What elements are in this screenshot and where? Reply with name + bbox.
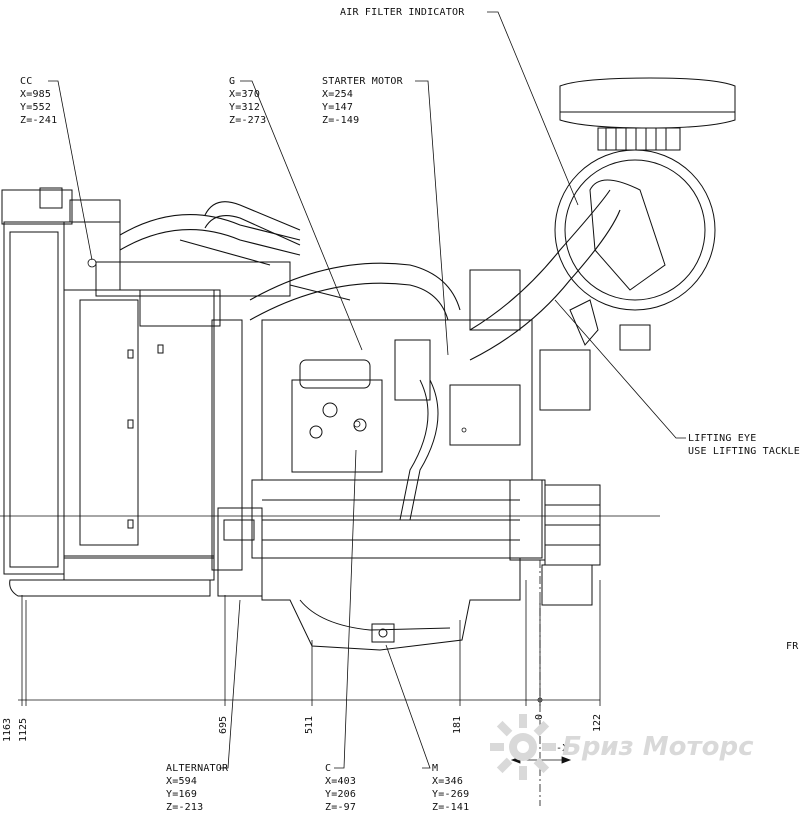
air-filter xyxy=(554,77,736,351)
callout-c-name: C xyxy=(325,763,332,774)
callout-alternator-name: ALTERNATOR xyxy=(166,763,229,774)
callout-g-z: Z=-273 xyxy=(229,115,267,126)
callout-g-name: G xyxy=(229,76,236,87)
dim-label-181: 181 xyxy=(452,715,463,734)
callout-m-y: Y=-269 xyxy=(432,789,470,800)
lifting-eye-line2: USE LIFTING TACKLE xyxy=(688,446,800,457)
callout-m-name: M xyxy=(432,763,439,774)
callout-cc-name: CC xyxy=(20,76,33,87)
callout-lifting-eye: LIFTING EYE USE LIFTING TACKLE xyxy=(688,432,800,458)
oil-sump xyxy=(261,557,521,651)
callout-cc-x: X=985 xyxy=(20,89,52,100)
callout-starter-y: Y=147 xyxy=(322,102,354,113)
callout-alternator: ALTERNATOR X=594 Y=169 Z=-213 xyxy=(166,762,228,814)
callout-g: G X=370 Y=312 Z=-273 xyxy=(229,75,266,127)
callout-m: M X=346 Y=-269 Z=-141 xyxy=(432,762,469,814)
leader-lines xyxy=(48,11,686,769)
callout-c-x: X=403 xyxy=(325,776,357,787)
callout-m-z: Z=-141 xyxy=(432,802,470,813)
dim-label-1125: 1125 xyxy=(18,717,29,742)
callout-alternator-z: Z=-213 xyxy=(166,802,204,813)
fan-shroud xyxy=(95,261,291,571)
callout-g-y: Y=312 xyxy=(229,102,261,113)
air-filter-indicator-label: AIR FILTER INDICATOR xyxy=(340,7,465,18)
alternator xyxy=(217,507,263,597)
callout-c: C X=403 Y=206 Z=-97 xyxy=(325,762,356,814)
callout-g-x: X=370 xyxy=(229,89,261,100)
callout-cc-z: Z=-241 xyxy=(20,115,58,126)
lifting-eye-line1: LIFTING EYE xyxy=(688,433,757,444)
callout-cc: CC X=985 Y=552 Z=-241 xyxy=(20,75,57,127)
callout-alternator-x: X=594 xyxy=(166,776,198,787)
callout-c-y: Y=206 xyxy=(325,789,357,800)
callout-m-x: X=346 xyxy=(432,776,464,787)
callout-starter-z: Z=-149 xyxy=(322,115,360,126)
radiator xyxy=(1,187,215,597)
callout-alternator-y: Y=169 xyxy=(166,789,198,800)
callout-starter-motor: STARTER MOTOR X=254 Y=147 Z=-149 xyxy=(322,75,403,127)
dim-label-695: 695 xyxy=(218,715,229,734)
fr-label: FR xyxy=(786,641,799,652)
intake-hoses xyxy=(119,189,621,361)
callout-cc-y: Y=552 xyxy=(20,102,52,113)
watermark-logo-icon xyxy=(490,714,556,780)
watermark-text: Бриз Моторс xyxy=(562,732,754,762)
dim-label-1163: 1163 xyxy=(2,717,13,742)
dim-label-122: 122 xyxy=(592,713,603,732)
engine-block xyxy=(251,269,601,606)
callout-starter-x: X=254 xyxy=(322,89,354,100)
dim-label-511: 511 xyxy=(304,715,315,734)
callout-c-z: Z=-97 xyxy=(325,802,357,813)
callout-starter-name: STARTER MOTOR xyxy=(322,76,403,87)
axis-neg-x-label: -X xyxy=(556,743,569,754)
